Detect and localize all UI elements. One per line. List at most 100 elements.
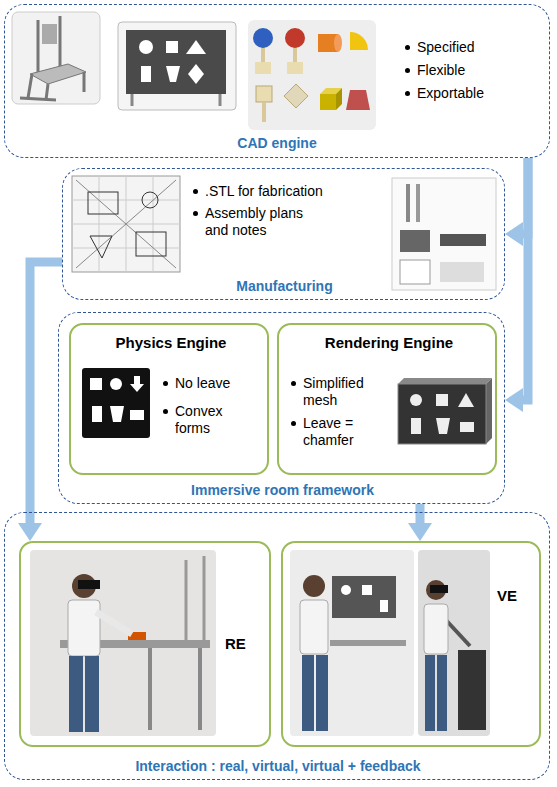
chair-leg bbox=[46, 84, 48, 100]
shapes-image-frame bbox=[248, 20, 376, 130]
render-panel bbox=[398, 384, 486, 444]
person-leg bbox=[437, 655, 447, 731]
half-disc-shape bbox=[350, 32, 368, 50]
condition-label: VE bbox=[497, 587, 541, 604]
blueprint-line bbox=[76, 180, 176, 268]
section-box: Immersive room frameworkPhysics EngineNo… bbox=[58, 312, 505, 504]
panel-hole bbox=[141, 66, 151, 82]
physics-panel bbox=[82, 368, 150, 438]
hmd-headset bbox=[78, 580, 100, 589]
chair-runner bbox=[20, 98, 56, 100]
re-photo bbox=[30, 550, 216, 736]
panel-hole bbox=[411, 418, 421, 434]
section-title: Interaction : real, virtual, virtual + f… bbox=[7, 758, 549, 775]
cube-shape bbox=[320, 94, 336, 110]
panel-hole bbox=[166, 66, 180, 82]
panel-hole bbox=[110, 406, 124, 422]
bullet-text: .STL for fabrication bbox=[191, 183, 381, 200]
rod-part bbox=[406, 184, 410, 222]
flow-arrow bbox=[408, 504, 432, 541]
person-head bbox=[303, 575, 325, 597]
cylinder-end bbox=[334, 34, 342, 52]
profile-part bbox=[440, 234, 486, 246]
blueprint-part bbox=[88, 192, 118, 214]
diamond-shape bbox=[284, 84, 308, 108]
trapezoid-shape bbox=[346, 90, 370, 110]
chair-post bbox=[203, 556, 206, 640]
square-shape bbox=[256, 86, 272, 102]
condition-box: RE bbox=[19, 541, 271, 747]
panel-leg bbox=[131, 94, 134, 106]
box-heading: Rendering Engine bbox=[281, 334, 497, 351]
haptic-device bbox=[458, 650, 486, 730]
arrow-head bbox=[408, 523, 432, 541]
section-title: Manufacturing bbox=[65, 278, 504, 295]
blueprint-part bbox=[90, 236, 112, 258]
render-panel-side bbox=[486, 378, 492, 444]
person-arm bbox=[96, 612, 132, 634]
panel-hole bbox=[458, 393, 474, 407]
chair-leg bbox=[28, 74, 32, 98]
blueprint-grid bbox=[99, 176, 100, 272]
panel-hole bbox=[110, 378, 122, 390]
blueprint-line bbox=[76, 180, 176, 268]
person-torso bbox=[68, 600, 100, 656]
blueprint-part bbox=[142, 192, 158, 208]
arrow-head bbox=[505, 222, 523, 246]
chair-post bbox=[37, 20, 40, 74]
person-torso bbox=[300, 600, 328, 654]
chair-seat bbox=[30, 64, 86, 84]
panel-hole bbox=[130, 376, 144, 392]
flow-arrow bbox=[505, 158, 528, 412]
chair-back bbox=[42, 24, 57, 44]
ve-photo bbox=[290, 550, 414, 736]
panel-hole bbox=[341, 585, 351, 595]
arrow-shaft bbox=[521, 158, 528, 400]
shape-handle bbox=[255, 62, 271, 74]
bracket-part bbox=[400, 230, 430, 252]
arrow-head bbox=[505, 388, 523, 412]
chair-image-frame bbox=[12, 12, 100, 104]
panel-hole bbox=[460, 422, 474, 432]
panel-hole bbox=[130, 410, 144, 420]
shape-handle bbox=[287, 62, 303, 74]
person-leg bbox=[316, 655, 328, 731]
panel-hole bbox=[90, 378, 102, 390]
section-box: .STL for fabricationAssembly plans and n… bbox=[62, 168, 505, 300]
arrow-head bbox=[18, 523, 42, 541]
flow-arrow bbox=[18, 262, 62, 541]
shape-stick bbox=[262, 102, 266, 122]
parts-image bbox=[392, 178, 496, 290]
panel-leg bbox=[219, 94, 222, 106]
hmd-headset bbox=[430, 585, 448, 593]
panel-image-frame bbox=[118, 22, 236, 110]
condition-box: VE bbox=[281, 541, 541, 747]
panel-hole bbox=[380, 600, 388, 612]
bullet-text: Assembly plans and notes bbox=[191, 205, 321, 239]
bullet-text: Exportable bbox=[403, 85, 543, 102]
rod-part bbox=[416, 184, 420, 222]
section-box: Interaction : real, virtual, virtual + f… bbox=[4, 512, 550, 780]
section-title: CAD engine bbox=[7, 135, 547, 152]
panel-hole bbox=[410, 394, 422, 406]
panel-hole bbox=[139, 40, 153, 54]
chair-leg bbox=[83, 72, 86, 92]
render-panel-top bbox=[398, 378, 492, 384]
person-leg bbox=[85, 656, 99, 732]
plate-part bbox=[440, 262, 484, 282]
ve-photo bbox=[418, 550, 490, 736]
chair-post bbox=[185, 560, 188, 640]
red-disc-shape bbox=[285, 28, 305, 48]
arrow-shaft bbox=[416, 504, 425, 525]
person-leg bbox=[302, 655, 314, 731]
person-torso bbox=[424, 604, 448, 654]
blueprint-part bbox=[136, 232, 166, 256]
bullet-text: Simplified mesh bbox=[289, 375, 389, 409]
holed-panel bbox=[126, 30, 226, 94]
person-leg bbox=[69, 656, 83, 732]
engine-box: Rendering EngineSimplified meshLeave = c… bbox=[277, 323, 497, 475]
chair-post bbox=[59, 16, 62, 68]
blue-disc-shape bbox=[253, 28, 273, 48]
table-leg bbox=[148, 648, 152, 730]
panel-hole bbox=[188, 64, 204, 84]
